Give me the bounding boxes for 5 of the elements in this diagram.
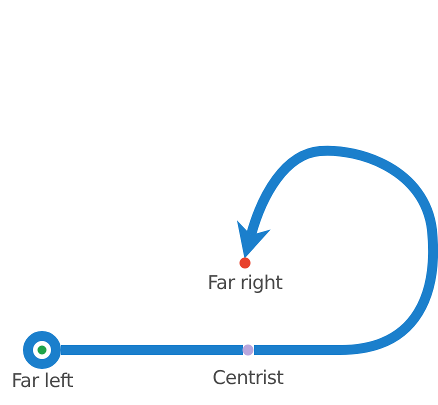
position-label: Far left — [12, 371, 73, 392]
arrow — [237, 146, 438, 355]
position-label: Centrist — [212, 368, 284, 389]
connector-line — [61, 345, 243, 355]
position-label: Far right — [208, 273, 282, 294]
